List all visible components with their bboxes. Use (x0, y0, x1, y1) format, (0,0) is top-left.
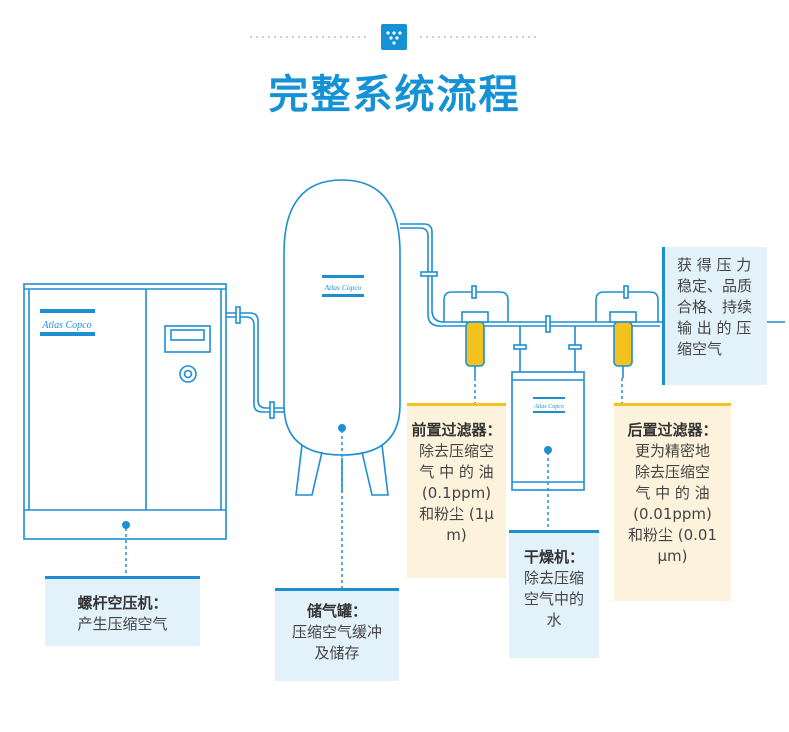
post-filter-callout: 后置过滤器： 更为精密地 除去压缩空 气 中 的 油 (0.01ppm) 和粉尘… (614, 403, 731, 601)
air-tank-icon (283, 179, 401, 496)
dryer-heading: 干燥机： (523, 548, 584, 566)
svg-text:Atlas Copco: Atlas Copco (41, 320, 91, 331)
compressor-description: 产生压缩空气 (77, 615, 168, 633)
svg-text:Atlas Copco: Atlas Copco (533, 404, 564, 410)
result-callout: 获 得 压 力 稳定、品质 合格、持续 输 出 的 压 缩空气 (662, 247, 767, 385)
compressor-callout: 螺杆空压机： 产生压缩空气 (45, 576, 200, 646)
pre-filter-callout: 前置过滤器： 除去压缩空 气 中 的 油 (0.1ppm) 和粉尘 (1μ m) (407, 403, 506, 578)
page-title: 完整系统流程 (268, 72, 521, 118)
svg-text:Atlas Copco: Atlas Copco (324, 283, 362, 292)
pre-filter-description: 除去压缩空 气 中 的 油 (0.1ppm) 和粉尘 (1μ m) (418, 442, 494, 544)
result-description: 获 得 压 力 稳定、品质 合格、持续 输 出 的 压 缩空气 (677, 256, 753, 358)
compressor-logo: Atlas Copco (40, 309, 95, 336)
post-filter-heading: 后置过滤器： (627, 421, 718, 439)
compressor-heading: 螺杆空压机： (77, 594, 168, 612)
tank-logo: Atlas Copco (322, 275, 364, 297)
screw-compressor-icon (23, 283, 227, 540)
dryer-description: 除去压缩 空气中的 水 (523, 569, 584, 629)
pre-filter-heading: 前置过滤器： (411, 421, 502, 439)
dryer-callout: 干燥机： 除去压缩 空气中的 水 (509, 530, 599, 658)
dryer-logo: Atlas Copco (533, 397, 565, 413)
post-filter-icon (609, 311, 637, 378)
tank-description: 压缩空气缓冲 及储存 (291, 623, 382, 662)
pre-filter-icon (461, 311, 489, 378)
tank-heading: 储气罐： (306, 602, 367, 620)
post-filter-description: 更为精密地 除去压缩空 气 中 的 油 (0.01ppm) 和粉尘 (0.01 … (627, 442, 718, 565)
header-divider (250, 24, 540, 50)
tank-callout: 储气罐： 压缩空气缓冲 及储存 (275, 588, 399, 681)
